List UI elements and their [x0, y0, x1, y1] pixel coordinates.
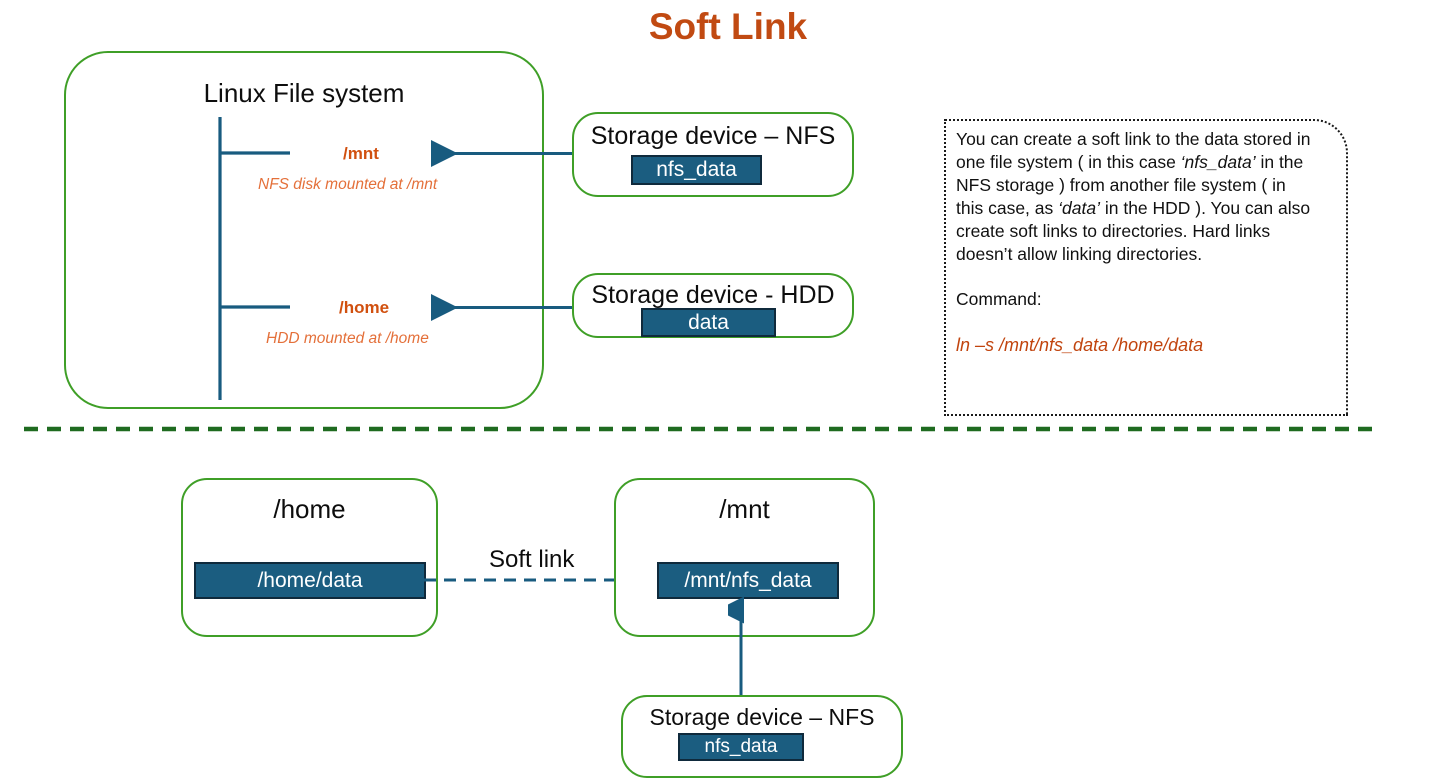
mnt-directory-box [614, 478, 875, 637]
filesystem-tree-lines [218, 117, 290, 400]
page-title: Soft Link [648, 6, 808, 47]
home-directory-box [181, 478, 438, 637]
arrow-nfs-to-mnt [431, 140, 578, 167]
explanation-italic-1: ‘nfs_data’ [1180, 152, 1256, 172]
mnt-nfs-data-chip: /mnt/nfs_data [657, 562, 839, 599]
fs-node-path-home: /home [339, 298, 390, 317]
section-divider [24, 426, 1380, 432]
storage-hdd-chip: data [641, 308, 776, 337]
storage-nfs-bottom-chip: nfs_data [678, 733, 804, 761]
storage-nfs-top-heading: Storage device – NFS [590, 122, 836, 150]
arrow-hdd-to-home [431, 294, 578, 321]
home-data-chip: /home/data [194, 562, 426, 599]
mnt-box-heading: /mnt [719, 494, 770, 524]
storage-nfs-top-chip: nfs_data [631, 155, 762, 185]
explanation-text: You can create a soft link to the data s… [956, 128, 1316, 266]
storage-nfs-bottom-heading: Storage device – NFS [649, 704, 875, 730]
explanation-panel [944, 119, 1348, 416]
explanation-italic-2: ‘data’ [1058, 198, 1100, 218]
linux-filesystem-container [64, 51, 544, 409]
explanation-part-3: in the HDD ). You can also create soft l… [956, 198, 1311, 264]
command-text: ln –s /mnt/nfs_data /home/data [956, 335, 1204, 355]
home-box-heading: /home [273, 494, 346, 524]
explanation-part-1: You can create a soft link to the data s… [956, 129, 1311, 172]
command-label: Command: [956, 289, 1042, 309]
storage-hdd-heading: Storage device - HDD [591, 281, 835, 309]
filesystem-heading: Linux File system [203, 78, 405, 108]
fs-node-path-mnt: /mnt [343, 144, 379, 163]
soft-link-label: Soft link [489, 546, 575, 573]
fs-node-note-mnt: NFS disk mounted at /mnt [258, 176, 438, 193]
fs-node-note-home: HDD mounted at /home [266, 330, 429, 347]
explanation-part-2: in the NFS storage ) from another file s… [956, 152, 1304, 218]
